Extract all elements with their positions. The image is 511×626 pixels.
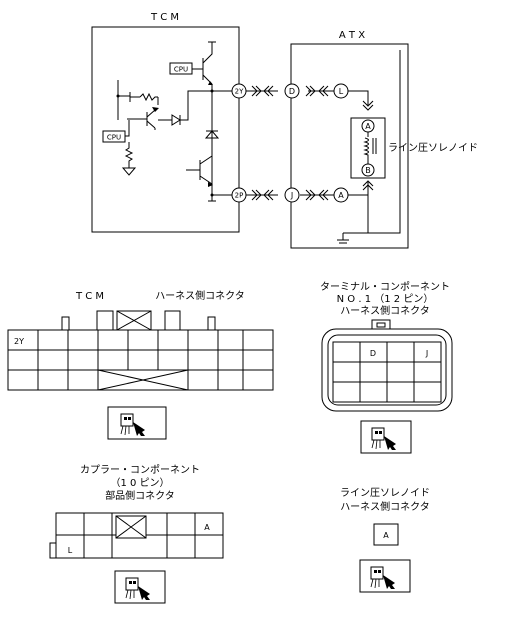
coupler-cell-a: A [204, 523, 210, 532]
solenoid-plug-icon-frame [359, 559, 411, 593]
solenoid-connector: ライン圧ソレノイド ハーネス側コネクタ A [340, 487, 430, 593]
pin-2p-label: 2P [235, 192, 244, 200]
terminal-title-2: N O . 1 （1 2 ピン） [337, 293, 434, 305]
terminal-connector: ターミナル・コンポーネント N O . 1 （1 2 ピン） ハーネス側コネクタ… [320, 281, 453, 454]
coupler-cell-l: L [68, 546, 73, 555]
tcm-connector-harness-title: ハーネス側コネクタ [155, 289, 245, 302]
solenoid-body [350, 117, 386, 179]
coupler-connector: カプラー・コンポーネント （1 0 ピン） 部品側コネクタ A L [49, 464, 224, 604]
atx-label: A T X [339, 30, 365, 41]
tcm-connector-title: T C M [75, 291, 104, 302]
solenoid-conn-title-2: ハーネス側コネクタ [340, 500, 430, 513]
coupler-title-3: 部品側コネクタ [105, 489, 175, 502]
atx-box [290, 43, 409, 249]
terminal-cell-d: D [370, 349, 376, 358]
pin-d-marker [284, 83, 300, 99]
terminal-plug-icon-frame [360, 420, 412, 454]
solenoid-conn-title-1: ライン圧ソレノイド [340, 487, 430, 499]
coupler-title-1: カプラー・コンポーネント [80, 464, 200, 476]
schematic: T C M A T X CPU CPU [91, 12, 478, 249]
pin-a-label: A [338, 191, 344, 200]
terminal-title-1: ターミナル・コンポーネント [320, 281, 450, 293]
tcm-connector-cell-2y: 2Y [14, 337, 24, 346]
solenoid-label: ライン圧ソレノイド [388, 142, 478, 154]
tcm-label: T C M [150, 12, 179, 23]
pin-j-marker [284, 187, 300, 203]
solenoid-conn-cell-a: A [383, 531, 389, 540]
terminal-title-3: ハーネス側コネクタ [340, 304, 430, 317]
cpu-top-label: CPU [174, 66, 188, 74]
pin-j-label: J [290, 191, 293, 200]
tcm-box [91, 26, 240, 233]
solenoid-pin-b-label: B [365, 166, 371, 175]
terminal-cell-j: J [425, 349, 428, 358]
tcm-connector: T C M ハーネス側コネクタ 2Y [7, 289, 274, 440]
pin-d-label: D [289, 87, 295, 96]
coupler-title-2: （1 0 ピン） [110, 477, 169, 489]
pin-l-label: L [339, 87, 344, 96]
solenoid-pin-a-label: A [365, 122, 371, 131]
pin-2y-label: 2Y [235, 88, 244, 96]
coupler-plug-icon-frame [114, 570, 166, 604]
cpu-left-label: CPU [107, 134, 121, 142]
